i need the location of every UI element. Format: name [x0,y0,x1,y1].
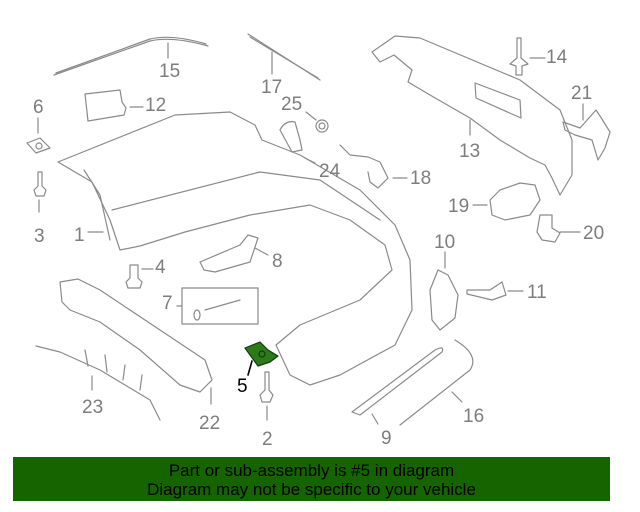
part-20-sensor-icon [536,214,581,243]
callout-11[interactable]: 11 [527,282,547,303]
callout-15[interactable]: 15 [159,61,181,82]
part-5-clip-highlighted-icon [244,341,279,376]
part-6-clip-icon [26,117,51,154]
callout-6[interactable]: 6 [33,97,44,118]
callout-4[interactable]: 4 [155,257,166,278]
callout-1[interactable]: 1 [74,225,85,246]
callout-23[interactable]: 23 [82,397,104,418]
callout-9[interactable]: 9 [381,428,392,449]
part-23-wiring-harness-icon [35,345,161,421]
callout-5-highlighted[interactable]: 5 [237,376,248,397]
part-25-grommet-icon [305,111,329,133]
part-19-sensor-housing-icon [472,182,541,221]
part-7-kit-box-icon [176,287,259,325]
callout-7[interactable]: 7 [162,293,173,314]
part-2-screw-icon [259,371,274,421]
part-11-retainer-pin-icon [466,281,524,301]
callout-10[interactable]: 10 [434,232,456,253]
callout-19[interactable]: 19 [448,196,470,217]
callout-13[interactable]: 13 [459,141,481,162]
callout-3[interactable]: 3 [34,226,45,247]
callout-2[interactable]: 2 [262,429,273,450]
part-22-reinforcement-icon [59,278,213,405]
banner-line-part-number: Part or sub-assembly is #5 in diagram [168,461,455,480]
part-15-trim-strip-icon [53,36,209,76]
callout-17[interactable]: 17 [261,77,283,98]
callout-18[interactable]: 18 [410,168,432,189]
callout-12[interactable]: 12 [145,95,167,116]
parts-diagram-drawing [26,33,611,426]
part-9-strip-icon [351,347,444,425]
callout-25[interactable]: 25 [281,94,303,115]
callout-14[interactable]: 14 [546,47,568,68]
callout-22[interactable]: 22 [199,413,221,434]
part-1-bumper-cover-icon [57,111,413,386]
part-3-screw-icon [33,171,47,213]
part-13-diffuser-icon [371,35,573,196]
part-info-banner: Part or sub-assembly is #5 in diagram Di… [13,457,610,501]
callout-21[interactable]: 21 [571,83,593,104]
banner-line-disclaimer: Diagram may not be specific to your vehi… [147,480,476,499]
part-10-corner-bracket-icon [429,251,459,331]
parts-diagram: 1 2 3 4 5 6 7 8 9 10 11 12 13 14 15 16 1… [26,33,611,450]
part-14-push-pin-icon [509,37,546,76]
part-18-sensor-bracket-icon [339,144,408,189]
part-8-bracket-icon [199,234,269,273]
part-16-strip-icon [399,339,474,426]
callout-16[interactable]: 16 [463,406,485,427]
part-24-sensor-icon [279,121,316,164]
part-12-reflector-icon [84,89,144,122]
callout-8[interactable]: 8 [272,251,283,272]
part-21-bracket-icon [562,103,611,161]
callout-24[interactable]: 24 [319,161,341,182]
callout-20[interactable]: 20 [583,223,605,244]
part-4-bolt-icon [125,264,154,289]
part-17-trim-strip-icon [247,33,321,81]
